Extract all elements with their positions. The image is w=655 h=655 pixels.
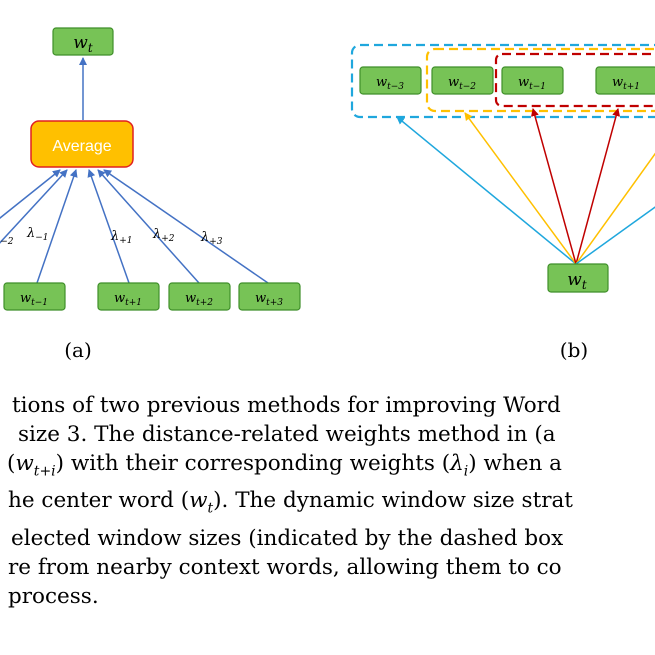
arrow-cyan-to-size3 <box>396 116 577 265</box>
arrow-red-to-wt+1 <box>575 108 621 265</box>
arrow-from-wt+3 <box>103 169 269 284</box>
node-output-wt: wt <box>52 27 114 56</box>
window-box-size3 <box>350 43 655 119</box>
arrow-cyan-right <box>575 206 655 265</box>
panel-b: wt−3 wt−2 wt−1 wt+1 wt (b) <box>350 43 655 362</box>
arrow-red-to-wt-1 <box>531 108 577 265</box>
caption-line-2: size 3. The distance-related weights met… <box>18 422 556 447</box>
window-box-size1 <box>494 52 655 108</box>
node-a-wt-1: wt−1 <box>3 282 66 311</box>
node-b-wt-1: wt−1 <box>501 66 564 95</box>
caption-line-5: elected window sizes (indicated by the d… <box>11 525 564 551</box>
node-a-wt+2: wt+2 <box>168 282 231 311</box>
weight-lambda-minus1: λ−1 <box>26 226 49 243</box>
panel-a: wt Average λ−2 λ−1 λ+1 λ+2 λ+3 wt−1 wt+1 <box>0 27 301 362</box>
average-label: Average <box>52 138 111 155</box>
node-b-wt-2: wt−2 <box>431 66 494 95</box>
arrow-from-wt-1 <box>36 169 78 284</box>
figure: wt Average λ−2 λ−1 λ+1 λ+2 λ+3 wt−1 wt+1 <box>0 27 655 362</box>
caption-line-7: process. <box>8 583 99 609</box>
window-box-size2 <box>425 47 655 113</box>
panel-a-label: (a) <box>64 338 92 362</box>
weight-lambda-plus2: λ+2 <box>152 227 175 244</box>
arrow-yellow-to-size2 <box>464 112 577 265</box>
node-a-wt+3: wt+3 <box>238 282 301 311</box>
weight-lambda-minus2: λ−2 <box>0 230 14 247</box>
arrow-lambda-minus2 <box>0 169 61 219</box>
node-a-wt+1: wt+1 <box>97 282 160 311</box>
caption-line-3: (wt+i) with their corresponding weights … <box>7 451 562 480</box>
node-b-wt-3: wt−3 <box>359 66 422 95</box>
node-b-center-wt: wt <box>547 263 609 293</box>
caption-line-1: tions of two previous methods for improv… <box>12 393 561 418</box>
caption-line-4: he center word (wt). The dynamic window … <box>8 488 573 517</box>
caption-line-6: re from nearby context words, allowing t… <box>8 554 562 580</box>
arrow-from-wt+1 <box>87 169 130 284</box>
average-box: Average <box>30 120 134 168</box>
figure-caption: tions of two previous methods for improv… <box>0 391 655 611</box>
weight-lambda-plus3: λ+3 <box>200 230 223 247</box>
arrow-from-wt+2 <box>97 169 200 284</box>
node-b-wt+1: wt+1 <box>595 66 655 95</box>
weight-lambda-plus1: λ+1 <box>110 229 133 246</box>
arrow-yellow-right <box>575 152 655 265</box>
arrow-lambda-minus1 <box>0 169 68 244</box>
panel-b-label: (b) <box>560 338 588 362</box>
